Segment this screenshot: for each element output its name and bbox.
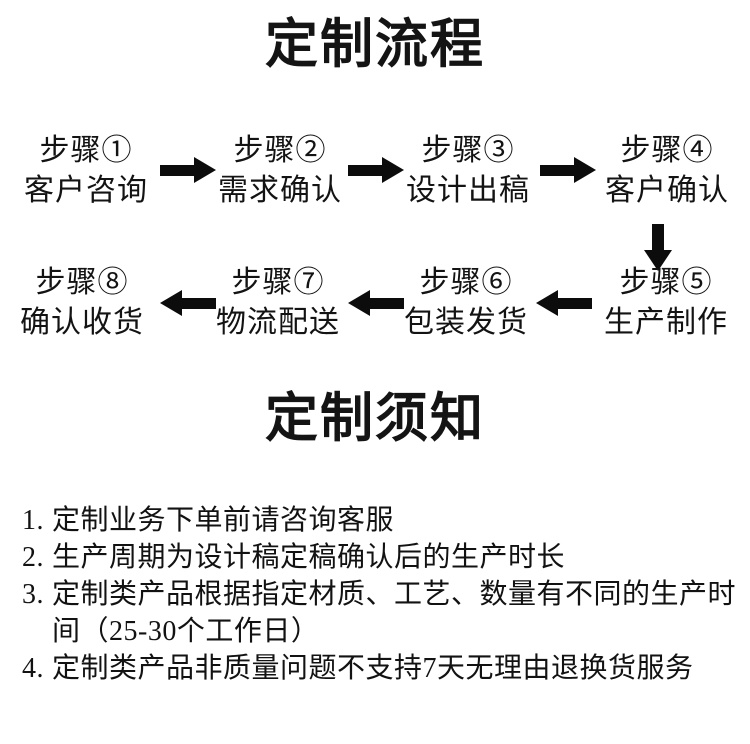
- flow-step-5-name: 生产制作: [604, 305, 728, 339]
- arrow-shaft: [368, 298, 404, 309]
- flow-step-6-label: 步骤⑥: [419, 266, 513, 299]
- arrow-head: [382, 157, 404, 183]
- notice-item-3: 3. 定制类产品根据指定材质、工艺、数量有不同的生产时间（25-30个工作日）: [22, 576, 738, 650]
- flow-step-3-name: 设计出稿: [406, 173, 530, 207]
- arrow-right-icon-1: [160, 157, 216, 183]
- notice-item-1-text: 定制业务下单前请咨询客服: [52, 505, 395, 536]
- flow-step-5: 步骤⑤ 生产制作: [590, 266, 742, 341]
- arrow-right-icon-3: [540, 157, 596, 183]
- flow-step-7-label: 步骤⑦: [231, 266, 325, 299]
- arrow-head: [536, 290, 558, 316]
- notice-item-4-text: 定制类产品非质量问题不支持7天无理由退换货服务: [52, 653, 694, 684]
- notice-item-2-text: 生产周期为设计稿定稿确认后的生产时长: [52, 542, 566, 573]
- flow-step-7-name: 物流配送: [216, 305, 340, 339]
- page-title-notice: 定制须知: [265, 389, 485, 448]
- arrow-shaft: [556, 298, 592, 309]
- arrow-down-icon: [644, 224, 672, 271]
- arrow-head: [348, 290, 370, 316]
- notice-item-3-text: 定制类产品根据指定材质、工艺、数量有不同的生产时间（25-30个工作日）: [52, 579, 737, 647]
- arrow-right-icon-2: [348, 157, 404, 183]
- flow-step-8-name: 确认收货: [20, 305, 144, 339]
- arrow-head: [194, 157, 216, 183]
- notice-list: 1. 定制业务下单前请咨询客服 2. 生产周期为设计稿定稿确认后的生产时长 3.…: [22, 502, 738, 687]
- flow-step-1-label: 步骤①: [39, 134, 133, 167]
- arrow-shaft: [540, 165, 576, 176]
- arrow-head: [574, 157, 596, 183]
- flow-step-4-label: 步骤④: [620, 134, 714, 167]
- arrow-head: [160, 290, 182, 316]
- notice-item-1: 1. 定制业务下单前请咨询客服: [22, 502, 738, 539]
- notice-item-4: 4. 定制类产品非质量问题不支持7天无理由退换货服务: [22, 650, 738, 687]
- arrow-left-icon-3: [536, 290, 592, 316]
- flow-step-2-name: 需求确认: [218, 173, 342, 207]
- flow-step-6: 步骤⑥ 包装发货: [392, 266, 540, 341]
- notice-item-2-number: 2.: [22, 542, 44, 573]
- flow-step-3-label: 步骤③: [421, 134, 515, 167]
- flow-step-2: 步骤② 需求确认: [208, 134, 352, 209]
- flow-step-8: 步骤⑧ 确认收货: [8, 266, 156, 341]
- arrow-shaft: [180, 298, 216, 309]
- flow-step-6-name: 包装发货: [404, 305, 528, 339]
- page-title-flow: 定制流程: [265, 15, 485, 74]
- flow-step-3: 步骤③ 设计出稿: [396, 134, 540, 209]
- flow-step-1-name: 客户咨询: [24, 173, 148, 207]
- arrow-shaft: [348, 165, 384, 176]
- process-flow-diagram: 步骤① 客户咨询 步骤② 需求确认 步骤③ 设计出稿 步骤④ 客户确认 步骤⑤ …: [0, 120, 750, 370]
- notice-item-2: 2. 生产周期为设计稿定稿确认后的生产时长: [22, 539, 738, 576]
- notice-item-1-number: 1.: [22, 505, 44, 536]
- flow-step-4-name: 客户确认: [605, 173, 729, 207]
- flow-step-2-label: 步骤②: [233, 134, 327, 167]
- notice-item-4-number: 4.: [22, 653, 44, 684]
- flow-step-4: 步骤④ 客户确认: [592, 134, 742, 209]
- flow-step-5-label: 步骤⑤: [619, 266, 713, 299]
- arrow-shaft: [652, 224, 664, 252]
- notice-item-3-number: 3.: [22, 579, 44, 610]
- arrow-shaft: [160, 165, 196, 176]
- flow-step-7: 步骤⑦ 物流配送: [204, 266, 352, 341]
- flow-step-8-label: 步骤⑧: [35, 266, 129, 299]
- arrow-left-icon-1: [160, 290, 216, 316]
- flow-step-1: 步骤① 客户咨询: [14, 134, 158, 209]
- arrow-head: [644, 250, 672, 271]
- arrow-left-icon-2: [348, 290, 404, 316]
